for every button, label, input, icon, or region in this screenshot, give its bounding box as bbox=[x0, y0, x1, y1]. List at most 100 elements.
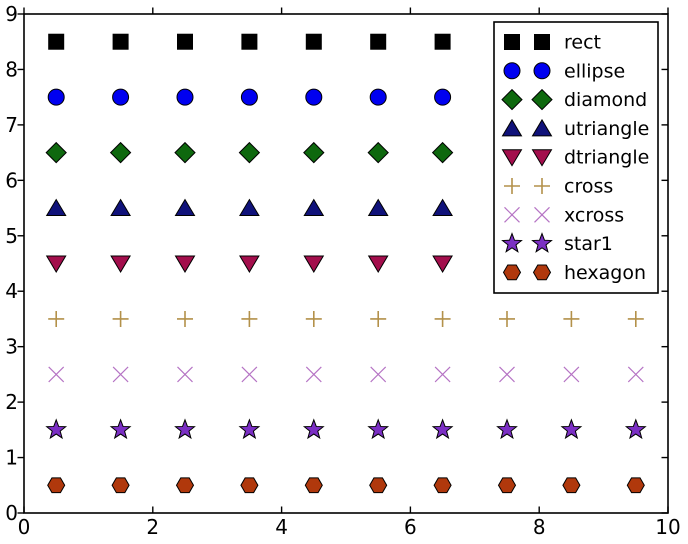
marker-star1-2 bbox=[174, 418, 196, 440]
marker-rect-6 bbox=[434, 33, 451, 50]
legend-marker-cross-a bbox=[504, 178, 520, 194]
marker-star1-9 bbox=[624, 418, 647, 440]
marker-xcross-8 bbox=[563, 366, 580, 383]
marker-cross-1 bbox=[112, 310, 129, 327]
x-tick-label: 6 bbox=[404, 515, 417, 539]
legend-entry-hexagon: hexagon bbox=[502, 262, 646, 284]
marker-rect-5 bbox=[370, 33, 387, 50]
marker-utriangle-6 bbox=[432, 198, 453, 217]
marker-ellipse-5 bbox=[369, 88, 387, 106]
legend-marker-ellipse-b bbox=[533, 62, 551, 80]
legend-entry-star1: star1 bbox=[501, 232, 613, 255]
legend-entry-rect: rect bbox=[504, 32, 601, 54]
marker-ellipse-6 bbox=[434, 88, 452, 106]
marker-hexagon-8 bbox=[562, 477, 581, 494]
legend: rectellipsediamondutriangledtrianglecros… bbox=[493, 21, 659, 294]
legend-entry-cross: cross bbox=[504, 176, 613, 198]
y-tick-label: 2 bbox=[5, 390, 18, 414]
marker-cross-9 bbox=[627, 310, 644, 327]
marker-hexagon-7 bbox=[497, 477, 517, 494]
legend-entry-xcross: xcross bbox=[504, 204, 624, 226]
marker-cross-7 bbox=[499, 310, 515, 327]
marker-rect-1 bbox=[112, 33, 129, 50]
marker-ellipse-4 bbox=[305, 88, 323, 106]
legend-marker-utriangle-b bbox=[531, 118, 553, 137]
marker-utriangle-5 bbox=[367, 198, 389, 217]
marker-rect-4 bbox=[305, 33, 322, 50]
marker-star1-3 bbox=[238, 418, 261, 440]
series-cross bbox=[48, 310, 644, 327]
marker-xcross-5 bbox=[370, 366, 387, 383]
marker-dtriangle-0 bbox=[45, 255, 67, 273]
legend-label-rect: rect bbox=[564, 32, 601, 54]
marker-xcross-3 bbox=[241, 366, 258, 383]
y-tick-label: 9 bbox=[5, 2, 18, 26]
marker-diamond-3 bbox=[238, 141, 261, 164]
marker-rect-2 bbox=[177, 33, 193, 50]
marker-xcross-0 bbox=[48, 366, 65, 383]
marker-dtriangle-4 bbox=[303, 255, 325, 273]
marker-xcross-1 bbox=[112, 366, 129, 383]
legend-entry-ellipse: ellipse bbox=[503, 60, 625, 82]
marker-hexagon-6 bbox=[433, 477, 452, 494]
marker-cross-8 bbox=[563, 310, 580, 327]
marker-dtriangle-1 bbox=[110, 255, 131, 273]
series-star1 bbox=[45, 418, 647, 440]
marker-hexagon-0 bbox=[47, 477, 66, 494]
legend-marker-xcross-a bbox=[504, 206, 520, 223]
x-tick-label: 4 bbox=[275, 515, 288, 539]
legend-marker-hexagon-a bbox=[502, 264, 522, 281]
marker-diamond-2 bbox=[174, 141, 196, 164]
marker-star1-5 bbox=[367, 418, 390, 440]
marker-cross-2 bbox=[177, 310, 193, 327]
y-tick-label: 6 bbox=[5, 168, 18, 192]
x-tick-label: 10 bbox=[655, 515, 680, 539]
marker-hexagon-4 bbox=[304, 477, 323, 494]
series-xcross bbox=[48, 366, 644, 383]
marker-cross-6 bbox=[434, 310, 451, 327]
marker-cross-5 bbox=[370, 310, 387, 327]
legend-marker-star1-a bbox=[501, 232, 523, 253]
marker-dtriangle-2 bbox=[174, 255, 196, 273]
marker-utriangle-1 bbox=[110, 198, 131, 217]
marker-hexagon-5 bbox=[369, 477, 388, 494]
marker-star1-1 bbox=[109, 418, 132, 440]
marker-dtriangle-6 bbox=[432, 255, 453, 273]
legend-box bbox=[493, 21, 659, 294]
legend-marker-star1-b bbox=[531, 232, 553, 253]
legend-label-hexagon: hexagon bbox=[564, 262, 646, 284]
legend-label-dtriangle: dtriangle bbox=[564, 147, 649, 169]
marker-cross-4 bbox=[305, 310, 322, 327]
y-tick-label: 3 bbox=[5, 335, 18, 359]
series-hexagon bbox=[47, 477, 645, 494]
marker-diamond-1 bbox=[109, 141, 132, 164]
legend-marker-utriangle-a bbox=[501, 118, 523, 137]
legend-marker-diamond-a bbox=[501, 88, 523, 111]
marker-ellipse-1 bbox=[112, 88, 130, 106]
legend-entry-dtriangle: dtriangle bbox=[501, 147, 649, 169]
legend-marker-xcross-b bbox=[534, 206, 550, 223]
marker-star1-4 bbox=[302, 418, 325, 440]
marker-rect-3 bbox=[241, 33, 258, 50]
x-tick-label: 2 bbox=[146, 515, 159, 539]
marker-dtriangle-3 bbox=[239, 255, 260, 273]
legend-marker-hexagon-b bbox=[532, 264, 552, 281]
marker-cross-3 bbox=[241, 310, 258, 327]
marker-diamond-6 bbox=[431, 141, 454, 164]
legend-label-cross: cross bbox=[564, 176, 613, 198]
marker-dtriangle-5 bbox=[367, 255, 389, 273]
x-tick-label: 8 bbox=[533, 515, 546, 539]
legend-entry-diamond: diamond bbox=[501, 88, 647, 111]
marker-hexagon-9 bbox=[626, 477, 645, 494]
marker-xcross-7 bbox=[499, 366, 515, 383]
marker-xcross-2 bbox=[177, 366, 193, 383]
legend-marker-diamond-b bbox=[531, 88, 553, 111]
marker-xcross-6 bbox=[434, 366, 451, 383]
y-tick-label: 5 bbox=[5, 224, 18, 248]
marker-rect-0 bbox=[48, 33, 65, 50]
plot-border bbox=[23, 13, 669, 514]
